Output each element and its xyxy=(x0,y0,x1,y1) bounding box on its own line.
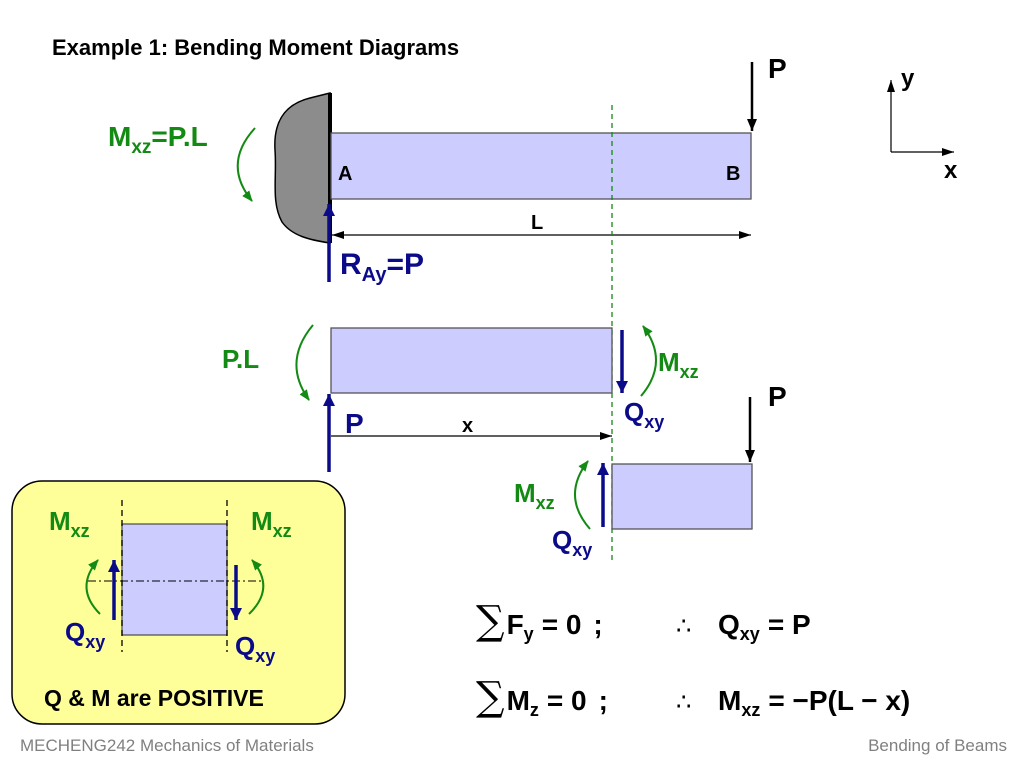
moment-value: =P.L xyxy=(151,121,207,152)
sum-symbol: ∑ xyxy=(476,674,505,720)
wall-support xyxy=(274,92,331,244)
sign-convention-element xyxy=(121,523,228,636)
beam-full xyxy=(330,132,752,200)
sum-symbol: ∑ xyxy=(476,598,505,644)
moment-subscript: xz xyxy=(131,137,151,158)
beam-right-segment xyxy=(611,463,753,530)
end-moment-label: P.L xyxy=(222,344,259,374)
positive-shear-label-left: Qxy xyxy=(65,617,105,652)
positive-moment-label-right: Mxz xyxy=(251,506,292,541)
equation-variable: M xyxy=(507,685,530,716)
moment-symbol: M xyxy=(108,121,131,152)
footer-topic: Bending of Beams xyxy=(868,736,1007,755)
equation-rhs: = 0 xyxy=(547,685,587,716)
positive-moment-arrow-left xyxy=(85,559,101,615)
point-b-label: B xyxy=(726,163,740,185)
therefore-symbol-2: ∴ xyxy=(676,688,691,716)
load-label-right-segment: P xyxy=(768,381,787,412)
reaction-label: RAy=P xyxy=(340,248,424,286)
length-label: L xyxy=(531,212,543,234)
point-a-label: A xyxy=(338,163,352,185)
moment-subscript: xz xyxy=(273,521,292,541)
shear-symbol: Q xyxy=(235,631,255,661)
equation-subscript: z xyxy=(530,700,539,720)
result-rhs: = P xyxy=(768,609,811,640)
end-moment-arrow xyxy=(295,324,314,401)
cut-moment-label-right: Mxz xyxy=(514,478,555,513)
equation-separator: ; xyxy=(593,609,602,640)
moment-symbol: M xyxy=(49,506,71,536)
cut-moment-symbol: M xyxy=(514,478,536,508)
cut-moment-label-left: Mxz xyxy=(658,347,699,382)
sign-convention-caption: Q & M are POSITIVE xyxy=(44,685,264,711)
moment-balance-result: Mxz = −P(L − x) xyxy=(718,685,910,720)
moment-symbol: M xyxy=(251,506,273,536)
equation-subscript: y xyxy=(524,624,534,644)
moment-balance-equation: ∑Mz = 0; xyxy=(476,674,608,720)
load-label-top: P xyxy=(768,53,787,84)
equation-rhs: = 0 xyxy=(542,609,582,640)
cut-moment-subscript: xz xyxy=(680,362,699,382)
moment-subscript: xz xyxy=(71,521,90,541)
cut-moment-arrow-left xyxy=(640,325,657,397)
cut-shear-label-right: Qxy xyxy=(552,525,592,560)
cut-shear-subscript: xy xyxy=(572,540,592,560)
result-variable: Q xyxy=(718,609,740,640)
force-balance-equation: ∑Fy = 0; xyxy=(476,598,603,644)
cut-shear-label-left: Qxy xyxy=(624,397,664,432)
positive-moment-arrow-right xyxy=(248,559,265,615)
cut-shear-symbol: Q xyxy=(552,525,572,555)
result-rhs: = −P(L − x) xyxy=(768,685,910,716)
reaction-symbol: R xyxy=(340,248,362,281)
therefore-symbol-1: ∴ xyxy=(676,612,691,640)
positive-shear-label-right: Qxy xyxy=(235,631,275,666)
distance-label: x xyxy=(462,415,473,437)
fixed-moment-label: Mxz=P.L xyxy=(108,121,208,158)
cut-moment-symbol: M xyxy=(658,347,680,377)
result-variable: M xyxy=(718,685,741,716)
x-axis-label: x xyxy=(944,157,958,184)
cut-shear-subscript: xy xyxy=(644,412,664,432)
fixed-moment-arrow xyxy=(236,127,256,202)
cut-moment-arrow-right xyxy=(574,460,591,530)
result-subscript: xy xyxy=(740,624,760,644)
beam-left-segment xyxy=(330,327,613,394)
equation-separator: ; xyxy=(599,685,608,716)
footer-course: MECHENG242 Mechanics of Materials xyxy=(20,736,314,755)
reaction-subscript: Ay xyxy=(362,264,388,286)
force-balance-result: Qxy = P xyxy=(718,609,811,644)
end-force-label: P xyxy=(345,408,364,439)
cut-moment-subscript: xz xyxy=(536,493,555,513)
shear-symbol: Q xyxy=(65,617,85,647)
shear-subscript: xy xyxy=(85,632,105,652)
page-title: Example 1: Bending Moment Diagrams xyxy=(52,35,459,60)
cut-shear-symbol: Q xyxy=(624,397,644,427)
reaction-value: =P xyxy=(387,248,425,281)
positive-moment-label-left: Mxz xyxy=(49,506,90,541)
shear-subscript: xy xyxy=(255,646,275,666)
result-subscript: xz xyxy=(741,700,760,720)
y-axis-label: y xyxy=(901,65,915,92)
equation-variable: F xyxy=(507,609,524,640)
